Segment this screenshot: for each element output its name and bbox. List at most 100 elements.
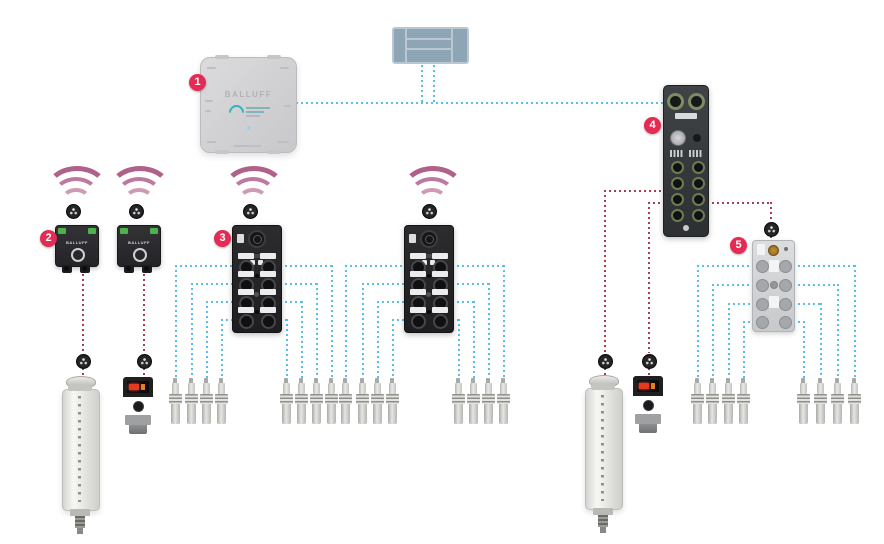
- sensor-nut: [279, 394, 293, 404]
- network-line: [345, 265, 347, 378]
- cylinder-tip: [77, 528, 83, 534]
- label-mark: [675, 113, 697, 119]
- sensor-nut: [481, 394, 495, 404]
- cylinder-base: [70, 509, 90, 516]
- sensor-tip: [818, 378, 822, 384]
- network-line: [392, 319, 394, 378]
- wireless-signal-icon: [61, 188, 91, 212]
- sensor-nut: [309, 394, 323, 404]
- label-mark: [280, 67, 289, 69]
- sensor-foot: [129, 425, 147, 434]
- port-label: [410, 271, 426, 277]
- network-line: [362, 283, 404, 285]
- sensor-body: [387, 404, 397, 424]
- sensor-barrel: [693, 383, 701, 394]
- wireless-bridge-device: BALLUFF: [117, 225, 161, 273]
- wireless-signal-icon: [124, 188, 154, 212]
- plc-divider: [405, 48, 451, 50]
- sensor-body: [498, 404, 508, 424]
- label-mark: [246, 115, 260, 117]
- io-port: [432, 313, 448, 329]
- mount-tab: [215, 150, 229, 154]
- io-port: [756, 279, 769, 292]
- badge-5: 5: [730, 237, 747, 254]
- m8-sensor: [385, 378, 399, 426]
- status-led: [258, 260, 263, 265]
- network-line: [280, 265, 331, 267]
- connector-lug: [142, 265, 152, 273]
- sensor-tip: [329, 378, 333, 384]
- display-sensor: [123, 377, 153, 434]
- connector-icon: [597, 353, 613, 369]
- cylinder-transducer: [62, 376, 100, 536]
- sensor-tip: [501, 378, 505, 384]
- label-mark: [284, 105, 291, 107]
- sensor-barrel: [217, 383, 225, 394]
- m8-sensor: [721, 378, 735, 426]
- network-line: [837, 284, 839, 378]
- antenna-dot-icon: [421, 204, 437, 219]
- port-label: [238, 307, 254, 313]
- network-line: [191, 283, 193, 378]
- sensor-barrel: [327, 383, 335, 394]
- iolink-line: [648, 368, 650, 376]
- status-led: [88, 228, 96, 234]
- network-line: [421, 60, 423, 104]
- network-line: [362, 283, 364, 378]
- network-line: [452, 319, 458, 321]
- io-port: [692, 176, 705, 190]
- wireless-hub-8port-device: [404, 225, 454, 333]
- sensor-lower: [125, 415, 151, 425]
- port-label: [260, 307, 276, 313]
- sensor-nut: [451, 394, 465, 404]
- sensor-nut: [370, 394, 384, 404]
- port-label: [432, 271, 448, 277]
- m8-sensor: [355, 378, 369, 426]
- sensor-body: [216, 404, 226, 424]
- sensor-tip: [204, 378, 208, 384]
- io-port: [671, 208, 684, 222]
- wireless-master-device: BALLUFF: [200, 55, 297, 154]
- sensor-body: [468, 404, 478, 424]
- badge-4: 4: [644, 117, 661, 134]
- iolink-line: [143, 274, 145, 353]
- port-label: [410, 307, 426, 313]
- plc-divider: [405, 29, 407, 62]
- iolink-line: [604, 368, 606, 375]
- status-led: [150, 228, 158, 234]
- screw: [426, 292, 431, 297]
- label-mark: [205, 100, 213, 102]
- sensor-body: [483, 404, 493, 424]
- wireless-bridge-device: BALLUFF: [55, 225, 99, 273]
- sensor-nut: [385, 394, 399, 404]
- sensor-port: [643, 400, 654, 411]
- sensor-barrel: [833, 383, 841, 394]
- iolink-line: [648, 202, 650, 353]
- sensor-body: [296, 404, 306, 424]
- m8-sensor: [294, 378, 308, 426]
- wireless-signal-icon: [108, 166, 172, 216]
- m8-sensor: [199, 378, 213, 426]
- cylinder-scale: [601, 395, 604, 501]
- plc-divider: [405, 38, 451, 40]
- network-line: [206, 301, 232, 303]
- status-led: [430, 260, 435, 265]
- m8-sensor: [847, 378, 861, 426]
- network-line: [697, 265, 699, 378]
- network-line: [793, 284, 837, 286]
- mount-hole: [683, 225, 689, 231]
- sensor-tip: [314, 378, 318, 384]
- sensor-barrel: [373, 383, 381, 394]
- io-port: [692, 208, 705, 222]
- io-port: [238, 313, 254, 329]
- connector-icon: [641, 353, 657, 369]
- sensor-tip: [375, 378, 379, 384]
- port-label: [260, 253, 276, 259]
- io-port: [410, 313, 426, 329]
- network-line: [854, 265, 856, 378]
- network-line: [712, 284, 714, 378]
- antenna-dot-icon: [65, 204, 81, 219]
- display-digits: [141, 384, 145, 390]
- badge-1: 1: [189, 74, 206, 91]
- network-line: [712, 284, 752, 286]
